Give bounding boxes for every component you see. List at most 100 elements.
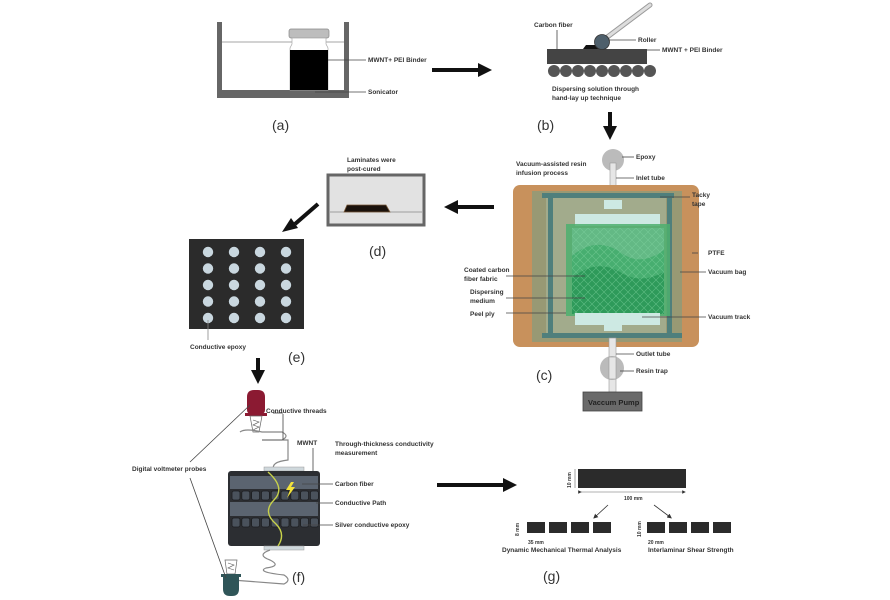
carbon-fiber-ply — [230, 476, 318, 489]
conductive-epoxy-dot — [254, 296, 266, 307]
conductive-epoxy-dot — [280, 296, 292, 307]
dmta-specimen — [527, 522, 545, 533]
panel-tag-f: (f) — [292, 569, 305, 585]
arrow-e-to-f — [251, 358, 265, 384]
label-c-vacuum-track: Vacuum track — [708, 314, 751, 321]
wire-top-coil — [239, 429, 287, 441]
curing-oven — [326, 173, 426, 227]
panel-tag-e: (e) — [288, 349, 305, 365]
dmta-specimen — [571, 522, 589, 533]
fiber-tow — [290, 517, 300, 528]
conductive-epoxy-dot — [254, 312, 266, 324]
conductive-epoxy-dot — [228, 279, 240, 291]
conductive-epoxy-dot — [254, 279, 266, 291]
fiber-tow — [241, 490, 251, 501]
label-f-measurement-line1: Through-thickness conductivity — [335, 441, 434, 448]
label-c-tacky-line1: Tacky — [692, 192, 710, 199]
caption-d-line2: post-cured — [347, 166, 381, 173]
label-c-epoxy: Epoxy — [636, 154, 656, 161]
conductive-epoxy-dots — [202, 246, 292, 324]
dmta-specimen — [593, 522, 611, 533]
conductive-epoxy-dot — [280, 279, 292, 291]
distribution-strip — [575, 214, 660, 226]
panel-d-post-cure: Laminates were post-cured (d) — [326, 157, 426, 259]
label-g-dmta-height: 8 mm — [515, 522, 521, 536]
ilss-specimen — [691, 522, 709, 533]
arrow-b-to-c — [603, 112, 617, 140]
fiber-tow — [270, 490, 280, 501]
arrow-d-to-e — [282, 202, 320, 232]
caption-b-line1: Dispersing solution through — [552, 86, 639, 93]
fiber-tow — [290, 490, 300, 501]
label-b-roller: Roller — [638, 37, 657, 44]
arrow-c-to-d — [444, 200, 494, 214]
panel-tag-c: (c) — [536, 367, 552, 383]
vacuum-track — [575, 313, 660, 325]
label-c-dispersing-line1: Dispersing — [470, 289, 504, 296]
conductive-epoxy-dot — [202, 263, 214, 274]
dispersing-medium-mesh — [572, 228, 664, 314]
conductive-epoxy-dot — [280, 246, 292, 258]
conductive-epoxy-dot — [280, 312, 292, 324]
fiber-tow — [251, 490, 261, 501]
fiber-tow — [241, 517, 251, 528]
ilss-specimens — [647, 522, 731, 533]
vacuum-pump — [582, 391, 643, 412]
conductive-epoxy-dot — [228, 312, 240, 324]
label-c-vacuum-bag: Vacuum bag — [708, 269, 746, 276]
conductive-path — [267, 471, 283, 547]
label-e-conductive-epoxy: Conductive epoxy — [190, 344, 246, 351]
label-g-dmta: Dynamic Mechanical Thermal Analysis — [502, 547, 622, 554]
label-g-length-main: 100 mm — [624, 496, 643, 502]
fiber-tow — [309, 517, 319, 528]
panel-tag-d: (d) — [369, 243, 386, 259]
caption-c-line1: Vacuum-assisted resin — [516, 161, 586, 168]
conductive-epoxy-dot — [202, 279, 214, 291]
panel-e-specimen: Conductive epoxy (e) — [189, 239, 305, 365]
fiber-tow — [309, 490, 319, 501]
caption-c-line2: infusion process — [516, 170, 568, 177]
conductive-epoxy-dot — [254, 246, 266, 258]
label-f-conductive-threads: Conductive threads — [266, 408, 327, 415]
conductive-epoxy-dot — [202, 312, 214, 324]
laminate — [343, 204, 391, 213]
label-g-dmta-width: 35 mm — [528, 540, 544, 546]
panel-c-vartm: Vacuum-assisted resin infusion process E… — [464, 149, 751, 412]
support-rollers — [548, 65, 656, 77]
fiber-tow — [260, 517, 270, 528]
panel-f-conductivity: Conductive threads MWNT Through-thicknes… — [132, 390, 434, 596]
ilss-specimen — [669, 522, 687, 533]
panel-tag-a: (a) — [272, 117, 289, 133]
label-f-measurement-line2: measurement — [335, 450, 378, 457]
label-c-inlet-tube: Inlet tube — [636, 175, 665, 182]
label-g-ilss: Interlaminar Shear Strength — [648, 547, 734, 554]
label-c-ptfe: PTFE — [708, 250, 725, 257]
panel-g-test-specimens: 10 mm 100 mm 8 mm 35 mm Dynamic Mechanic… — [502, 469, 734, 584]
caption-b-line2: hand-lay up technique — [552, 95, 621, 102]
laminate-strip — [578, 469, 686, 488]
panel-tag-b: (b) — [537, 117, 554, 133]
fiber-tow — [280, 490, 290, 501]
label-c-outlet-tube: Outlet tube — [636, 351, 671, 358]
carbon-fiber-layer — [547, 49, 647, 64]
laminate-stack — [228, 466, 320, 551]
fiber-tow — [280, 517, 290, 528]
dmta-specimen — [549, 522, 567, 533]
outlet-connector — [604, 325, 622, 331]
conductive-epoxy-dot — [228, 246, 240, 258]
label-f-probes: Digital voltmeter probes — [132, 466, 207, 473]
label-f-mwnt: MWNT — [297, 440, 317, 447]
caption-d-line1: Laminates were — [347, 157, 396, 164]
label-f-carbon-fiber: Carbon fiber — [335, 481, 374, 488]
fiber-tows-row-2 — [231, 517, 319, 528]
vial — [288, 28, 330, 91]
conductive-epoxy-dot — [202, 296, 214, 307]
label-b-carbon-fiber: Carbon fiber — [534, 22, 573, 29]
panel-b-hand-layup: Carbon fiber Roller MWNT + PEI Binder Di… — [534, 2, 723, 133]
label-c-resin-trap: Resin trap — [636, 368, 668, 375]
silver-epoxy-pad — [263, 545, 305, 551]
label-c-dispersing-line2: medium — [470, 298, 495, 305]
panel-a-sonication: MWNT+ PEI Binder Sonicator (a) — [217, 22, 427, 133]
fiber-tow — [300, 490, 310, 501]
